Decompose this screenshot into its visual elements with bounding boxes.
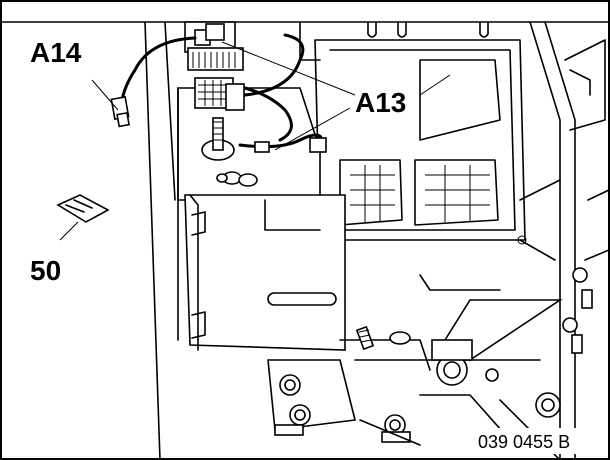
connector-a13 [184,21,244,71]
cabinet-structure [144,21,610,460]
control-box [177,77,346,351]
leader-50 [59,221,79,241]
plug-a14 [110,96,130,128]
callout-a13: A13 [355,87,406,118]
leader-a13-1 [221,41,356,96]
leader-lines [59,41,451,241]
callout-a14: A14 [30,37,82,68]
leader-a13-2 [274,107,351,151]
figure-ref-background [470,428,606,454]
clip-50 [56,194,110,223]
leader-a14 [91,79,119,111]
mounting-bracket [267,299,563,460]
leader-a13-3 [419,74,451,96]
callout-50: 50 [30,255,61,286]
figure-reference: 039 0455 B [478,432,570,452]
wiring [120,33,327,153]
